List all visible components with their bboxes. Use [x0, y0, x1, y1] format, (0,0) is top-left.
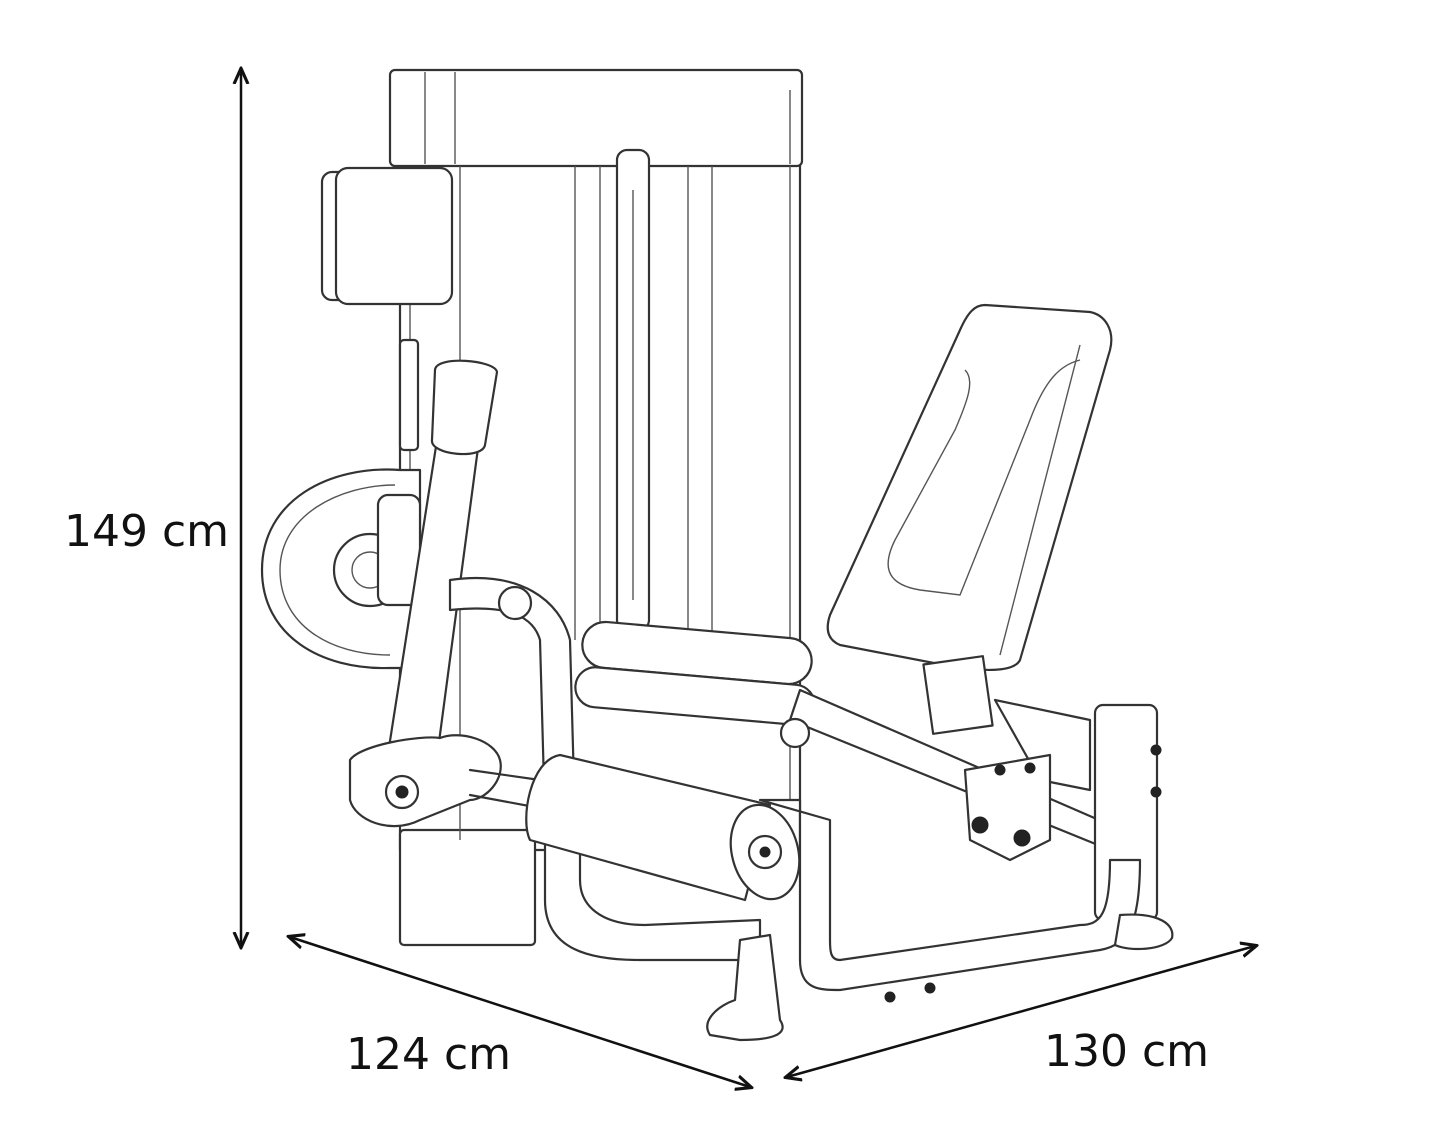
width-dimension-arrow: [787, 946, 1255, 1077]
upper-pad: [320, 166, 454, 480]
leg-roller-pad: [525, 753, 801, 902]
seat-back: [826, 303, 1113, 735]
depth-label: 124 cm: [346, 1029, 512, 1080]
height-label: 149 cm: [64, 506, 230, 557]
cam-wheel: [260, 468, 422, 670]
lever-arm: [348, 359, 502, 828]
width-label: 130 cm: [1044, 1026, 1210, 1077]
seat-frame: [448, 577, 1162, 922]
depth-dimension-arrow: [290, 937, 750, 1087]
